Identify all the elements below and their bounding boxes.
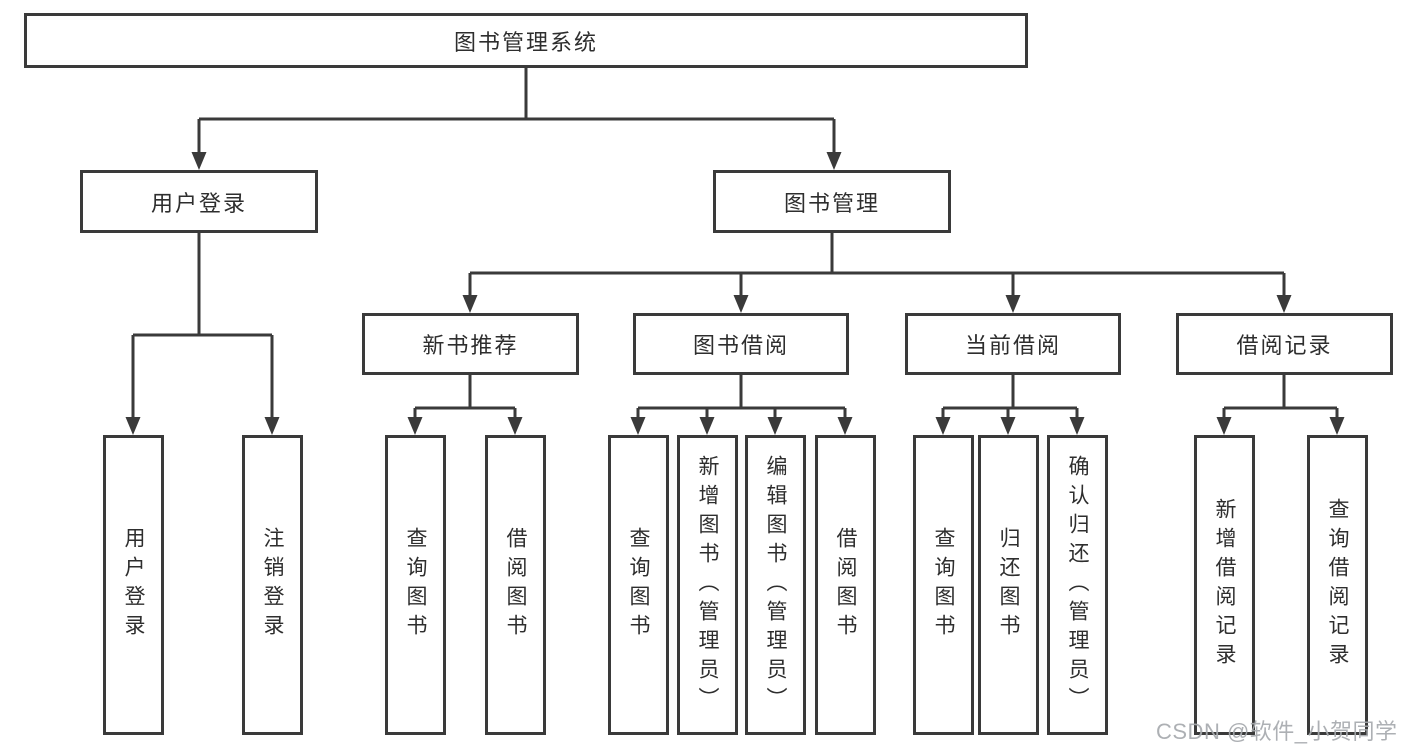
node-new-book-recommend: 新书推荐 xyxy=(362,313,579,375)
node-label: 借阅记录 xyxy=(1236,333,1333,358)
node-label: 用户登录 xyxy=(122,527,145,643)
node-current-borrowing: 当前借阅 xyxy=(905,313,1121,375)
node-label: 借阅图书 xyxy=(504,527,527,643)
node-label: 查询图书 xyxy=(404,527,427,643)
node-label: 图书管理系统 xyxy=(453,29,598,55)
node-label: 用户登录 xyxy=(150,190,247,216)
leaf-borrow-books-recommend: 借阅图书 xyxy=(485,435,546,735)
node-label: 查询借阅记录 xyxy=(1326,498,1349,672)
node-label: 图书借阅 xyxy=(692,333,789,358)
node-label: 当前借阅 xyxy=(964,333,1061,358)
leaf-query-books-recommend: 查询图书 xyxy=(385,435,446,735)
node-root-library-system: 图书管理系统 xyxy=(24,13,1028,68)
leaf-confirm-return-admin: 确认归还（管理员） xyxy=(1047,435,1108,735)
node-label: 查询图书 xyxy=(627,527,650,643)
leaf-query-borrow-record: 查询借阅记录 xyxy=(1307,435,1368,735)
leaf-add-books-admin: 新增图书（管理员） xyxy=(677,435,738,735)
node-label: 新书推荐 xyxy=(422,333,519,358)
node-book-management-module: 图书管理 xyxy=(713,170,951,233)
node-book-borrowing: 图书借阅 xyxy=(633,313,849,375)
node-user-login-module: 用户登录 xyxy=(80,170,318,233)
csdn-watermark: CSDN @软件_小贺同学 xyxy=(1156,719,1398,744)
node-label: 新增图书（管理员） xyxy=(696,454,719,716)
node-label: 新增借阅记录 xyxy=(1213,498,1236,672)
node-label: 注销登录 xyxy=(261,527,284,643)
node-label: 查询图书 xyxy=(932,527,955,643)
node-label: 借阅图书 xyxy=(834,527,857,643)
arrowheads xyxy=(125,152,1345,435)
leaf-query-books-borrowing: 查询图书 xyxy=(608,435,669,735)
leaf-edit-books-admin: 编辑图书（管理员） xyxy=(745,435,806,735)
leaf-add-borrow-record: 新增借阅记录 xyxy=(1194,435,1255,735)
leaf-borrow-books: 借阅图书 xyxy=(815,435,876,735)
node-label: 图书管理 xyxy=(783,190,880,216)
leaf-user-login: 用户登录 xyxy=(103,435,164,735)
node-borrow-records: 借阅记录 xyxy=(1176,313,1393,375)
leaf-query-books-current: 查询图书 xyxy=(913,435,974,735)
leaf-logout: 注销登录 xyxy=(242,435,303,735)
node-label: 确认归还（管理员） xyxy=(1066,454,1089,716)
node-label: 归还图书 xyxy=(997,527,1020,643)
node-label: 编辑图书（管理员） xyxy=(764,454,787,716)
leaf-return-books: 归还图书 xyxy=(978,435,1039,735)
